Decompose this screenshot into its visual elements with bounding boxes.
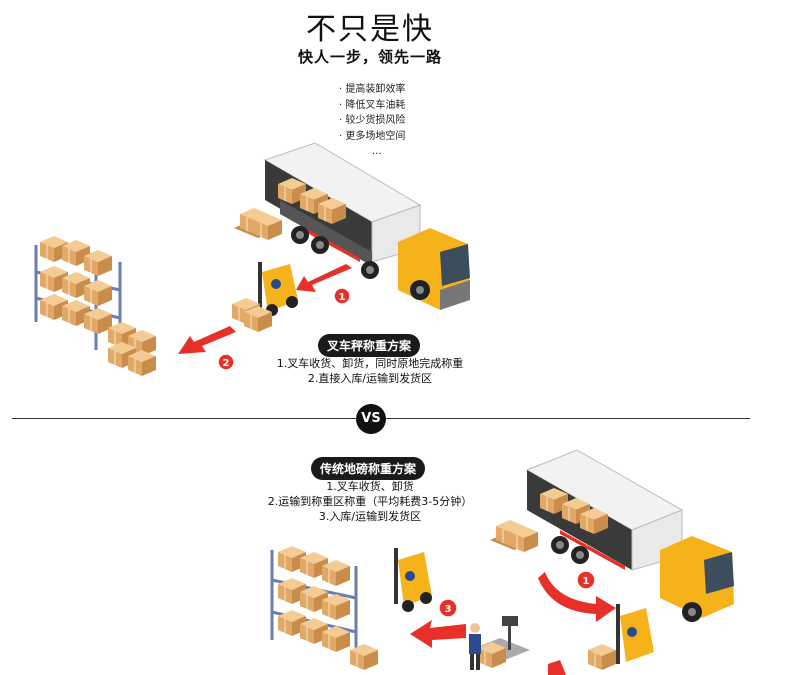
step-item: 3.入库/运输到发货区 [318, 510, 422, 523]
rack-top [34, 235, 122, 350]
svg-text:1: 1 [583, 576, 590, 587]
page-title: 不只是快 [306, 12, 434, 47]
truck-top [263, 142, 470, 310]
svg-text:1: 1 [339, 292, 346, 303]
marker-1-bottom: 1 [576, 570, 596, 590]
benefit-item: · 提高装卸效率 [339, 84, 406, 95]
benefit-item: · 降低叉车油耗 [339, 99, 406, 111]
boxes-stack-top [107, 321, 157, 377]
forklift-bottom-left [394, 548, 432, 612]
marker-2-top: 2 [217, 353, 235, 371]
benefit-item: · 较少货损风险 [339, 115, 406, 126]
forklift-top [231, 262, 298, 333]
step-item: 1.叉车收货、卸货 [326, 480, 414, 493]
pallet-boxes-bottom-floor [490, 519, 539, 553]
arrow-2-top [178, 326, 236, 354]
step-item: 2.运输到称重区称重（平均耗费3-5分钟） [267, 495, 473, 508]
marker-1-top: 1 [333, 287, 351, 305]
worker [469, 623, 481, 670]
forklift-bottom-right [587, 604, 654, 671]
benefits-list: · 提高装卸效率 · 降低叉车油耗 · 较少货损风险 · 更多场地空间 [339, 82, 405, 144]
floor-scale [470, 616, 530, 669]
marker-3-bottom: 3 [438, 598, 458, 618]
step-item: 2.直接入库/运输到发货区 [307, 372, 433, 385]
scheme-forklift-title: 叉车秤称重方案 [318, 334, 421, 357]
pallet-boxes-top-floor [234, 207, 283, 241]
arrow-1-bottom [538, 572, 616, 622]
svg-text:3: 3 [445, 604, 452, 615]
arrow-1-top [296, 264, 352, 292]
truck-bottom [525, 449, 734, 622]
scheme-traditional-title: 传统地磅称重方案 [311, 457, 426, 480]
benefits-more: ... [372, 146, 382, 157]
arrow-2-bottom-partial [548, 660, 566, 675]
benefit-item: · 更多场地空间 [339, 130, 406, 142]
svg-text:2: 2 [223, 358, 230, 369]
step-item: 1.叉车收货、卸货，同时原地完成称重 [276, 357, 464, 370]
rack-bottom [270, 545, 379, 671]
vs-badge: VS [356, 404, 386, 434]
page-subtitle: 快人一步，领先一路 [297, 48, 442, 66]
scheme-traditional-steps: 1.叉车收货、卸货 2.运输到称重区称重（平均耗费3-5分钟） 3.入库/运输到… [230, 479, 510, 524]
arrow-3-bottom [410, 620, 466, 648]
scheme-forklift-steps: 1.叉车收货、卸货，同时原地完成称重 2.直接入库/运输到发货区 [250, 356, 490, 386]
